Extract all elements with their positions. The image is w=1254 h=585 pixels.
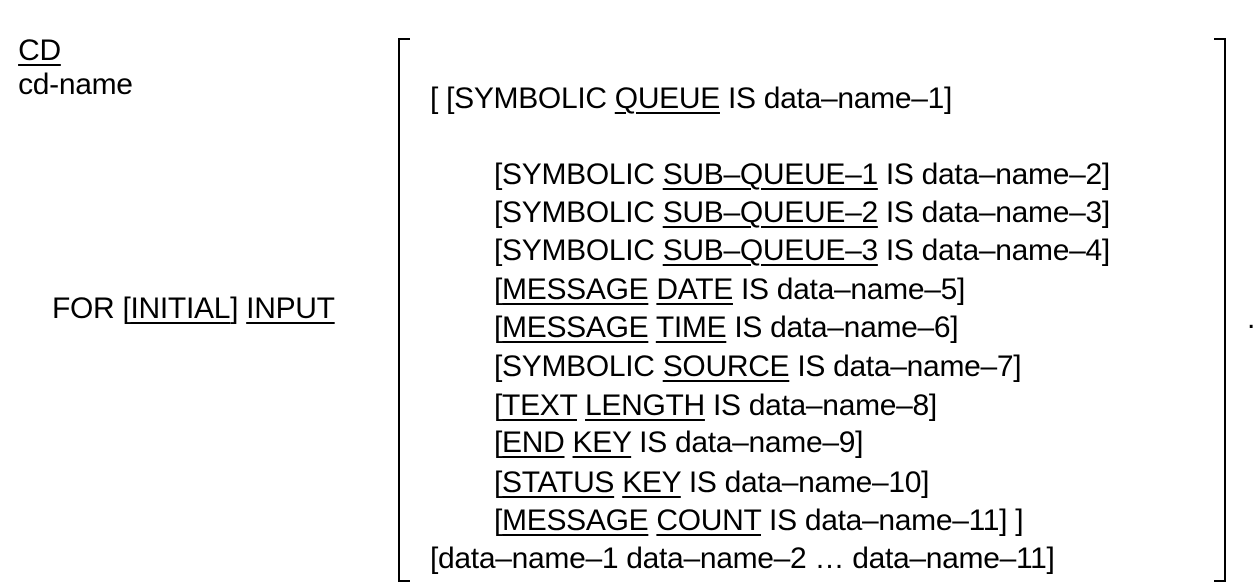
clause-keyword: TEXT [502,389,577,422]
initial-keyword: INITIAL [130,292,231,325]
clause-line-text-length: [TEXT LENGTH IS data–name–8] [494,389,937,423]
clause-line-symbolic-source: [SYMBOLIC SOURCE IS data–name–7] [494,350,1022,384]
cd-keyword: CD [18,34,61,67]
clause-line-queue: [ [SYMBOLIC QUEUE IS data–name–1] [430,82,952,116]
clause-space [614,466,622,499]
clause-keyword-2: LENGTH [585,389,705,422]
clause-prefix: [SYMBOLIC [494,158,663,191]
clause-suffix: IS data–name–7] [789,350,1022,383]
clause-space [648,311,656,344]
clause-suffix: IS data–name–3] [877,196,1110,229]
clause-keyword: SUB–QUEUE–1 [662,158,878,191]
clause-line-message-date: [MESSAGE DATE IS data–name–5] [494,273,965,307]
clause-prefix: [SYMBOLIC [494,234,663,267]
clause-suffix: IS data–name–8] [704,389,937,422]
clause-keyword-2: TIME [655,311,727,344]
clause-space [565,426,573,459]
clause-keyword: SUB–QUEUE–2 [662,196,878,229]
cd-header: CD cd-name [2,0,133,102]
clause-suffix: IS data–name–5] [732,273,966,306]
clause-prefix: [ [494,389,503,422]
clause-keyword: QUEUE [614,82,720,115]
clause-keyword: SOURCE [662,350,790,383]
clause-line-subqueue-1: [SYMBOLIC SUB–QUEUE–1 IS data–name–2] [494,158,1110,192]
clause-prefix: [ [494,273,503,306]
input-keyword: INPUT [246,292,335,325]
clause-keyword: MESSAGE [502,311,649,344]
clause-space [577,389,585,422]
clause-line-message-time: [MESSAGE TIME IS data–name–6] [494,311,959,345]
clause-line-end-key: [END KEY IS data–name–9] [494,426,863,460]
clause-line-subqueue-2: [SYMBOLIC SUB–QUEUE–2 IS data–name–3] [494,196,1110,230]
clause-keyword-2: DATE [656,273,733,306]
clause-keyword-2: COUNT [656,504,761,537]
clause-suffix: IS data–name–4] [877,234,1110,267]
clause-suffix: IS data–name–1] [719,82,953,115]
clause-suffix: IS data–name–2] [877,158,1110,191]
clause-suffix: IS data–name–9] [631,426,864,459]
clause-prefix: [SYMBOLIC [494,196,663,229]
bracket-close: ] [230,292,247,325]
clause-prefix: [SYMBOLIC [494,350,663,383]
terminator-period: . [1247,302,1254,336]
clause-prefix: [ [494,311,503,344]
right-bracket [1214,38,1226,582]
clause-prefix: [ [SYMBOLIC [430,82,615,115]
clause-prefix: [ [494,426,503,459]
clause-suffix: IS data–name–11] ] [761,504,1024,537]
clause-keyword-2: KEY [622,466,681,499]
clause-line-status-key: [STATUS KEY IS data–name–10] [494,466,930,500]
clause-suffix: IS data–name–10] [680,466,930,499]
data-name-list: [data–name–1 data–name–2 … data–name–11] [430,542,1055,575]
clause-keyword: MESSAGE [502,504,649,537]
clause-prefix: [ [494,504,503,537]
left-bracket [398,38,410,582]
clause-keyword: SUB–QUEUE–3 [662,234,878,267]
clause-line-message-count: [MESSAGE COUNT IS data–name–11] ] [494,504,1024,538]
clause-keyword: MESSAGE [502,273,649,306]
clause-keyword: END [502,426,565,459]
clause-keyword: STATUS [502,466,615,499]
for-initial-input-clause: FOR [INITIAL] INPUT [52,292,335,326]
clause-suffix: IS data–name–6] [726,311,959,344]
clause-line-subqueue-3: [SYMBOLIC SUB–QUEUE–3 IS data–name–4] [494,234,1110,268]
clause-prefix: [ [494,466,503,499]
for-keyword: FOR [ [52,292,131,325]
clause-keyword-2: KEY [572,426,632,459]
cd-name: cd-name [18,68,133,101]
data-name-list-line: [data–name–1 data–name–2 … data–name–11] [430,542,1055,576]
